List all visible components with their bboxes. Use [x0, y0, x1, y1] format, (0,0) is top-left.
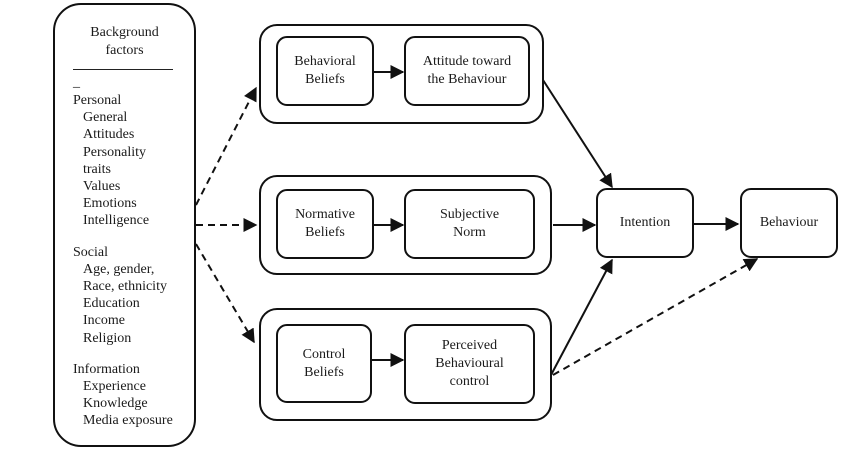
- separator-underscore: _: [73, 75, 80, 90]
- node-label-line: Subjective: [439, 207, 500, 222]
- group-item: traits: [83, 161, 111, 177]
- group-item: Personality: [83, 144, 146, 160]
- node-label-line: Beliefs: [305, 225, 345, 240]
- group-item: Knowledge: [83, 396, 148, 412]
- group-item: Intelligence: [83, 213, 150, 229]
- node-label-line: Behavioural: [435, 356, 504, 371]
- group-item: General: [83, 110, 128, 126]
- group-item: Attitudes: [83, 127, 135, 143]
- perceived-control-node: Perceived Behavioural control: [404, 324, 535, 404]
- group-item: Race, ethnicity: [83, 279, 167, 295]
- group-personal: Personal General Attitudes Personality t…: [73, 92, 173, 230]
- group-item: Education: [83, 296, 140, 312]
- node-label: Intention: [619, 215, 671, 230]
- attitude-node: Attitude toward the Behaviour: [404, 36, 530, 106]
- edge-perceived-control-to-intention: [550, 258, 613, 376]
- node-label-line: control: [449, 374, 490, 389]
- title-separator-rule: [73, 69, 173, 70]
- background-factor-groups: Personal General Attitudes Personality t…: [73, 92, 173, 444]
- node-label-line: Behavioral: [294, 54, 356, 69]
- background-factors-title: Background factors: [55, 24, 194, 60]
- edge-perceived-control-to-behaviour: [552, 258, 759, 376]
- control-row-group: [259, 308, 552, 421]
- group-heading: Social: [73, 244, 108, 260]
- edge-attitude-to-intention: [542, 79, 613, 189]
- normative-beliefs-node: Normative Beliefs: [276, 189, 374, 259]
- group-item: Experience: [83, 379, 146, 395]
- group-item: Emotions: [83, 196, 137, 212]
- group-item: Income: [83, 313, 125, 329]
- node-label-line: Beliefs: [304, 364, 344, 380]
- normative-row-group: [259, 175, 552, 275]
- group-item: Values: [83, 179, 121, 195]
- edge-background-to-control-row: [195, 243, 255, 344]
- node-label-line: Attitude toward: [422, 54, 512, 69]
- node-label-line: Beliefs: [305, 72, 345, 87]
- node-label-line: the Behaviour: [427, 72, 507, 87]
- intention-node: Intention: [596, 188, 694, 258]
- group-item: Age, gender,: [83, 261, 155, 277]
- title-line: factors: [105, 43, 144, 58]
- behavioral-row-group: [259, 24, 544, 124]
- group-item: Religion: [83, 330, 132, 346]
- group-heading: Information: [73, 361, 140, 377]
- control-beliefs-node: Control Beliefs: [276, 324, 372, 403]
- subjective-norm-node: Subjective Norm: [404, 189, 535, 259]
- group-social: Social Age, gender, Race, ethnicity Educ…: [73, 244, 173, 347]
- group-information: Information Experience Knowledge Media e…: [73, 361, 173, 430]
- node-label-line: Normative: [295, 207, 355, 222]
- node-label-line: Norm: [453, 225, 486, 240]
- edge-background-to-behavioral-row: [195, 86, 257, 206]
- node-label-line: Perceived: [441, 338, 498, 353]
- behavioral-beliefs-node: Behavioral Beliefs: [276, 36, 374, 106]
- behaviour-node: Behaviour: [740, 188, 838, 258]
- group-item: Media exposure: [83, 413, 173, 429]
- background-factors-box: Background factors _ Personal General At…: [53, 3, 196, 447]
- node-label-line: Control: [302, 346, 346, 362]
- title-line: Background: [90, 25, 159, 40]
- group-heading: Personal: [73, 93, 122, 108]
- node-label: Behaviour: [759, 215, 819, 230]
